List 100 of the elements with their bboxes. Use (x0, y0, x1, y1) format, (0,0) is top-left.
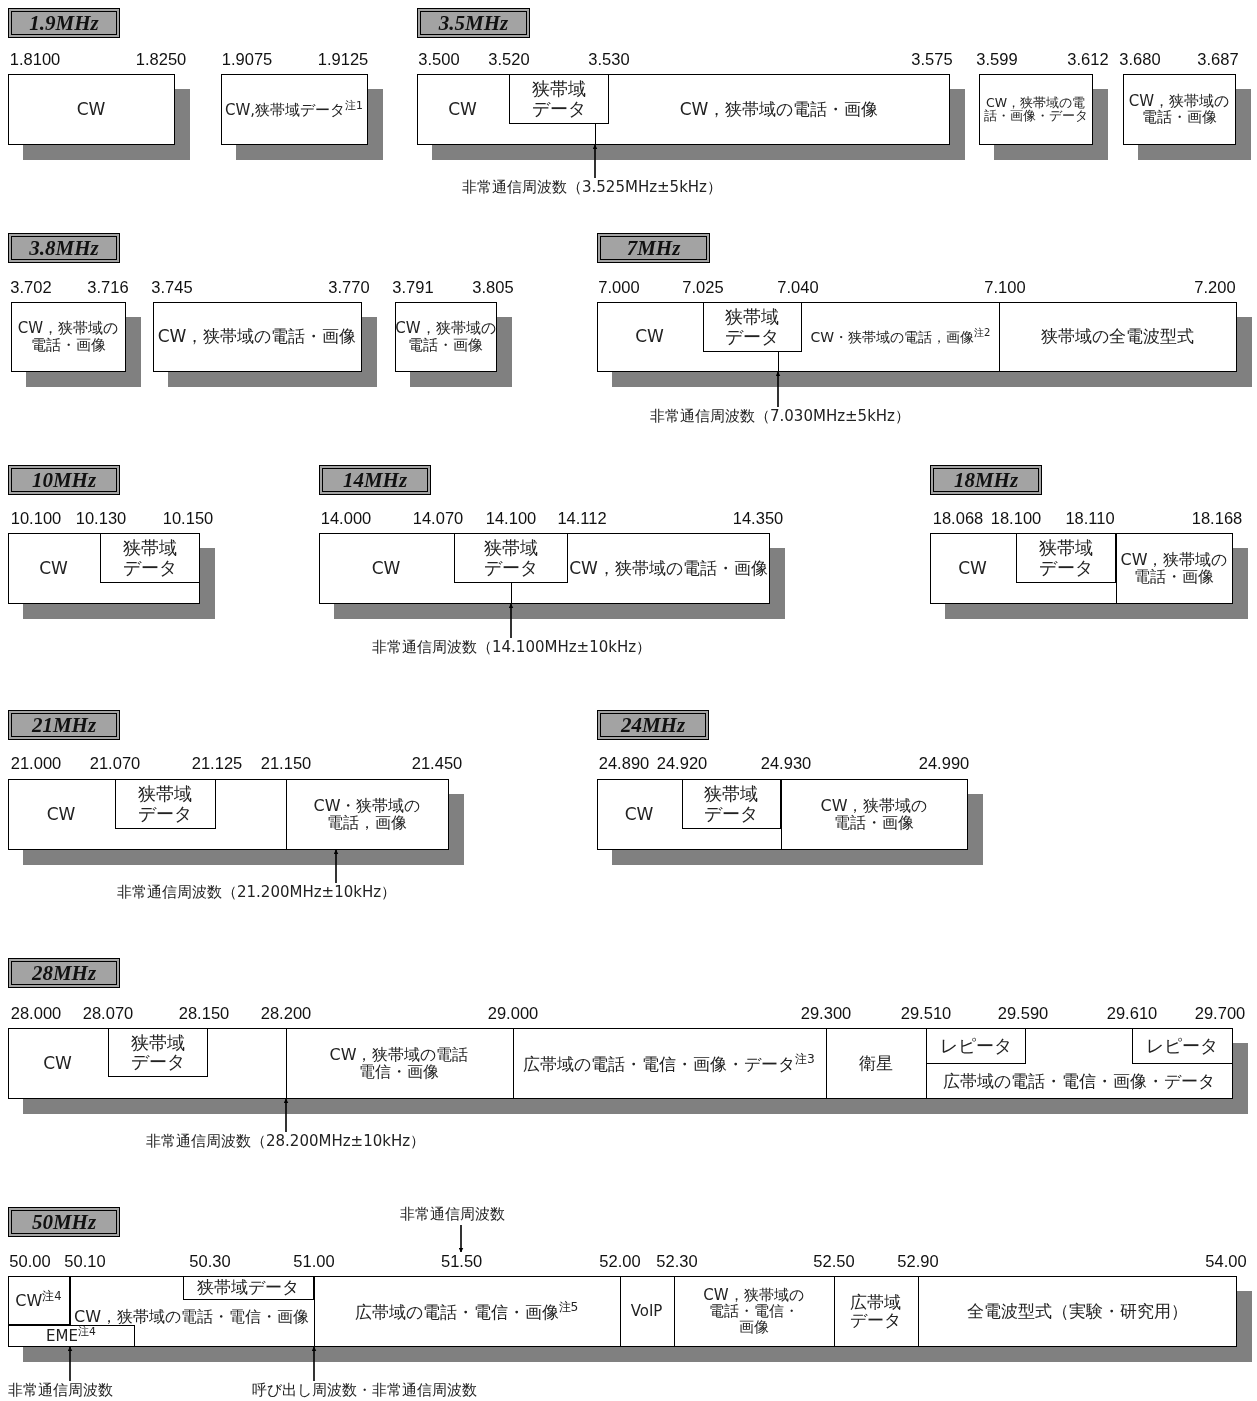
frequency-label: 51.50 (441, 1252, 483, 1271)
band-title-badge (417, 8, 530, 38)
band-box (597, 302, 1237, 372)
arrow (775, 371, 781, 408)
frequency-label: 1.9125 (317, 50, 369, 69)
frequency-label: 7.025 (682, 278, 724, 297)
band-label: CW，狭帯域の電話・画像 (569, 558, 768, 578)
frequency-label: 21.070 (89, 754, 141, 773)
band-label: 狭帯域データ (129, 1032, 186, 1072)
band-label: CW (624, 804, 654, 824)
band-label: 狭帯域データ (197, 1278, 299, 1297)
band-label: CW (39, 558, 68, 578)
frequency-label: 7.000 (598, 278, 640, 297)
sub-band-box (453, 532, 568, 583)
band-label: CW (76, 99, 106, 119)
frequency-label: 1.8250 (135, 50, 187, 69)
sub-band-box (1015, 532, 1116, 583)
frequency-label: 14.100 (485, 509, 537, 528)
band-label: 狭帯域の全電波型式 (1041, 327, 1194, 346)
band-label: CW (635, 327, 664, 346)
band-label: CW$^{注4}$ (15, 1290, 62, 1310)
band-title-badge (597, 710, 709, 740)
frequency-label: 29.300 (800, 1004, 852, 1023)
band-title: 21MHz (31, 712, 97, 738)
band-label: 広帯域の電話・電信・画像・データ$^{注3}$ (523, 1053, 815, 1073)
band-label: CW (46, 804, 76, 824)
band-title: 28MHz (31, 960, 97, 986)
sub-band-box (114, 778, 216, 829)
band-box (8, 74, 175, 145)
frequency-label: 18.110 (1065, 509, 1115, 528)
band-box (8, 1276, 1237, 1347)
frequency-label: 21.150 (260, 754, 312, 773)
sub-band-box (7, 1324, 135, 1347)
emergency-frequency-label: 非常通信周波数（21.200MHz±10kHz） (117, 883, 397, 902)
frequency-label: 10.130 (75, 509, 127, 528)
band-label: 衛星 (858, 1053, 893, 1073)
frequency-label: 3.500 (418, 50, 460, 69)
band-label: CW，狭帯域の電話・電信・画像 (74, 1307, 309, 1326)
frequency-label: 52.00 (599, 1252, 641, 1271)
frequency-label: 24.990 (918, 754, 970, 773)
band-box (8, 1028, 1233, 1099)
emergency-frequency-label: 非常通信周波数（7.030MHz±5kHz） (650, 407, 910, 426)
band-label: CW，狭帯域の電話・画像 (819, 796, 929, 832)
band-title: 7MHz (626, 235, 681, 261)
frequency-label: 14.350 (732, 509, 784, 528)
frequency-label: 3.520 (488, 50, 530, 69)
arrow (283, 1098, 289, 1133)
frequency-label: 3.702 (10, 278, 52, 297)
frequency-label: 3.745 (151, 278, 193, 297)
frequency-label: 28.000 (10, 1004, 62, 1023)
band-title: 3.8MHz (29, 235, 99, 261)
frequency-label: 3.599 (976, 50, 1018, 69)
frequency-label: 52.50 (813, 1252, 855, 1271)
frequency-label: 3.575 (911, 50, 953, 69)
frequency-label: 28.150 (178, 1004, 230, 1023)
band-box (8, 533, 200, 604)
sub-band-box (107, 1027, 208, 1077)
emergency-frequency-label: 非常通信周波数（14.100MHz±10kHz） (372, 638, 652, 657)
band-title: 3.5MHz (438, 10, 509, 36)
band-title-badge (930, 465, 1042, 495)
frequency-label: 3.530 (588, 50, 630, 69)
frequency-label: 29.610 (1106, 1004, 1158, 1023)
band-label: CW，狭帯域の電話電信・画像 (328, 1045, 470, 1081)
band-title-badge (8, 958, 120, 988)
frequency-label: 14.112 (557, 509, 607, 528)
band-title-badge (597, 233, 710, 263)
frequency-label: 3.687 (1197, 50, 1239, 69)
frequency-label: 14.000 (320, 509, 372, 528)
band-label: CW・狭帯域の電話，画像 (312, 796, 422, 832)
sub-band-box (508, 73, 609, 124)
arrow (592, 144, 598, 179)
band-box (930, 533, 1233, 604)
frequency-label: 24.890 (598, 754, 650, 773)
band-label: 狭帯域データ (703, 784, 759, 823)
frequency-label: 3.716 (87, 278, 129, 297)
frequency-label: 21.125 (191, 754, 243, 773)
frequency-label: 28.070 (82, 1004, 134, 1023)
band-label: 狭帯域データ (482, 538, 539, 577)
band-box (153, 302, 362, 372)
band-label: CW (371, 558, 401, 578)
band-label: 広帯域の電話・電信・画像$^{注5}$ (354, 1301, 579, 1321)
band-label: 狭帯域データ (530, 79, 587, 118)
frequency-label: 29.510 (900, 1004, 952, 1023)
emergency-frequency-label: 非常通信周波数（28.200MHz±10kHz） (146, 1132, 426, 1151)
band-label: CW (43, 1053, 72, 1073)
frequency-label: 3.612 (1067, 50, 1109, 69)
band-box (1123, 74, 1236, 145)
frequency-label: 51.00 (293, 1252, 335, 1271)
arrow (508, 603, 514, 639)
frequency-label: 3.680 (1119, 50, 1161, 69)
frequency-label: 3.791 (392, 278, 434, 297)
band-box (319, 533, 770, 604)
band-box (8, 779, 449, 850)
band-label: EME$^{注4}$ (46, 1326, 96, 1345)
band-label: 狭帯域データ (1037, 538, 1094, 577)
sub-band-box (702, 301, 802, 352)
band-box (395, 302, 497, 372)
frequency-label: 50.00 (9, 1252, 51, 1271)
frequency-label: 10.150 (162, 509, 214, 528)
emergency-frequency-label: 非常通信周波数（3.525MHz±5kHz） (462, 178, 722, 197)
